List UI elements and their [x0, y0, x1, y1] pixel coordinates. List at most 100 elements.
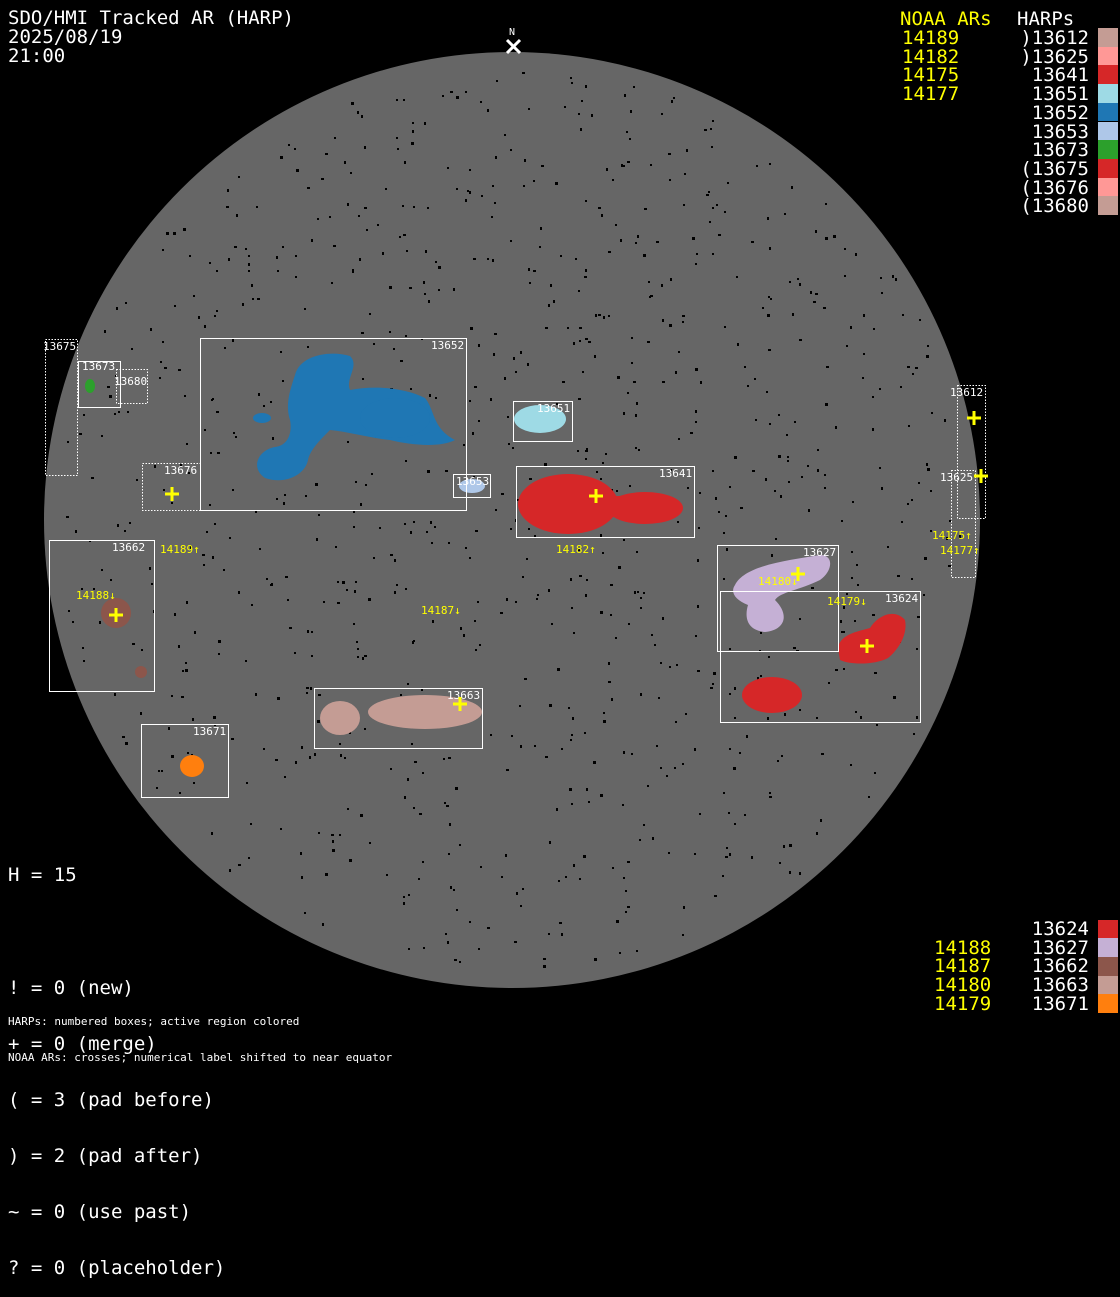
harp-color-swatch: [1098, 121, 1118, 141]
speck: [373, 557, 375, 559]
speck: [771, 554, 773, 557]
speck: [404, 796, 406, 799]
speck: [944, 419, 946, 422]
speck: [892, 275, 894, 278]
speck: [817, 469, 819, 472]
speck: [623, 877, 625, 879]
speck: [276, 498, 278, 500]
harp-label: 13651: [537, 402, 570, 415]
speck: [213, 716, 216, 719]
harp-box-13625: [951, 470, 976, 578]
speck: [193, 295, 195, 297]
speck: [640, 693, 642, 696]
speck: [911, 578, 913, 580]
speck: [524, 678, 527, 680]
speck: [799, 872, 801, 875]
speck: [520, 351, 522, 354]
speck: [403, 902, 405, 905]
speck: [469, 169, 471, 171]
speck: [427, 470, 430, 473]
speck: [780, 495, 782, 498]
speck: [926, 463, 928, 466]
speck: [448, 853, 450, 855]
speck: [229, 869, 231, 872]
speck: [610, 614, 612, 616]
speck: [340, 754, 342, 757]
speck: [426, 531, 428, 533]
speck: [549, 841, 551, 844]
speck: [431, 542, 433, 544]
speck: [828, 682, 830, 684]
speck: [132, 643, 135, 645]
speck: [854, 620, 856, 622]
footer: HARPs: numbered boxes; active region col…: [8, 992, 392, 1076]
speck: [786, 434, 788, 436]
speck: [661, 113, 663, 115]
speck: [606, 168, 608, 171]
harp-label: 13627: [803, 546, 836, 559]
speck: [788, 481, 790, 483]
speck: [364, 146, 366, 149]
speck: [467, 190, 469, 192]
speck: [405, 460, 407, 462]
speck: [349, 732, 351, 734]
speck: [600, 611, 603, 614]
speck: [887, 546, 889, 548]
speck: [425, 250, 427, 253]
speck: [682, 321, 684, 323]
speck: [571, 734, 573, 736]
speck: [808, 509, 810, 512]
speck: [515, 601, 517, 603]
speck: [572, 717, 574, 720]
footer-line: NOAA ARs: crosses; numerical label shift…: [8, 1051, 393, 1064]
speck: [238, 591, 240, 594]
speck: [737, 343, 739, 346]
speck: [907, 366, 910, 368]
speck: [757, 677, 759, 680]
speck: [480, 101, 482, 103]
speck: [911, 499, 913, 501]
speck: [768, 656, 770, 658]
speck: [669, 666, 671, 668]
harp-heading: HARPs: [1017, 8, 1075, 30]
speck: [296, 169, 299, 172]
speck: [930, 530, 932, 532]
speck: [662, 319, 664, 322]
speck: [101, 569, 103, 571]
speck: [432, 620, 434, 623]
speck: [584, 276, 587, 278]
speck: [82, 647, 84, 649]
speck: [724, 326, 726, 328]
speck: [234, 246, 237, 248]
harp-box-13663: [314, 688, 483, 749]
speck: [855, 253, 857, 256]
speck: [686, 149, 688, 152]
speck: [696, 253, 698, 255]
speck: [582, 371, 584, 373]
speck: [677, 521, 679, 523]
noaa-label: 14188↓: [76, 589, 116, 602]
speck: [242, 303, 244, 306]
speck: [151, 583, 153, 585]
speck: [504, 377, 506, 380]
speck: [585, 594, 587, 597]
speck: [465, 199, 467, 202]
speck: [214, 315, 216, 317]
speck: [251, 604, 253, 606]
speck: [258, 393, 260, 396]
speck: [117, 524, 119, 527]
harp-label: 13653: [456, 475, 489, 488]
speck: [490, 398, 492, 401]
speck: [585, 200, 587, 202]
speck: [850, 326, 852, 329]
speck: [729, 853, 731, 856]
speck: [448, 757, 451, 759]
speck: [412, 130, 414, 133]
speck: [752, 470, 755, 472]
speck: [603, 720, 606, 723]
speck: [223, 569, 225, 571]
speck: [876, 724, 878, 726]
noaa-ar-entry: 14180: [934, 974, 992, 997]
speck: [412, 641, 414, 644]
noaa-ar-entry: 14187: [934, 955, 992, 978]
